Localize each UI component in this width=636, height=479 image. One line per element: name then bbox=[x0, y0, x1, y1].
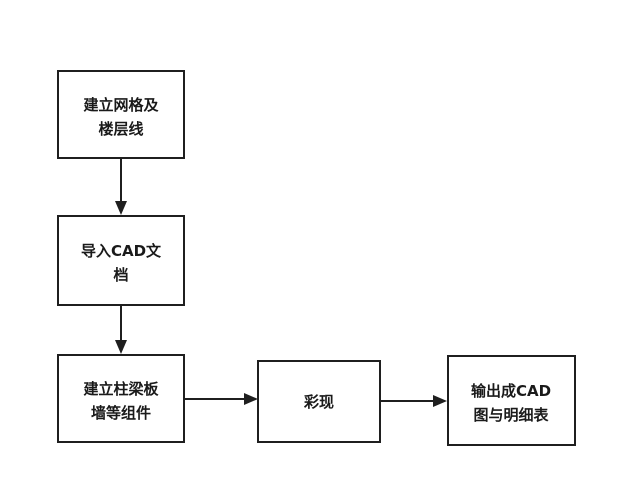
node-build-components-line-1: 建立柱梁板 bbox=[83, 380, 159, 398]
node-import-cad: 导入CAD文 档 bbox=[57, 215, 185, 306]
node-output-cad-line-1: 输出成CAD bbox=[471, 382, 551, 400]
node-build-components: 建立柱梁板 墙等组件 bbox=[57, 354, 185, 443]
node-build-grid: 建立网格及 楼层线 bbox=[57, 70, 185, 159]
node-import-cad-line-1: 导入CAD文 bbox=[81, 242, 162, 260]
edge-render-to-output bbox=[380, 395, 447, 407]
node-build-grid-line-1: 建立网格及 bbox=[83, 96, 159, 114]
node-render: 彩现 bbox=[257, 360, 381, 443]
node-output-cad: 输出成CAD 图与明细表 bbox=[447, 355, 576, 446]
edge-import-to-components bbox=[115, 305, 127, 354]
node-output-cad-line-2: 图与明细表 bbox=[473, 406, 549, 424]
edge-grid-to-import bbox=[115, 158, 127, 215]
node-render-line-1: 彩现 bbox=[303, 393, 334, 411]
node-build-grid-line-2: 楼层线 bbox=[98, 120, 143, 138]
flowchart-edges bbox=[115, 158, 447, 407]
edge-components-to-render bbox=[184, 393, 258, 405]
flowchart-nodes: 建立网格及 楼层线 导入CAD文 档 建立柱梁板 墙等组件 彩现 输出成CAD … bbox=[57, 70, 576, 446]
node-build-components-line-2: 墙等组件 bbox=[91, 404, 151, 422]
node-import-cad-line-2: 档 bbox=[113, 266, 128, 284]
